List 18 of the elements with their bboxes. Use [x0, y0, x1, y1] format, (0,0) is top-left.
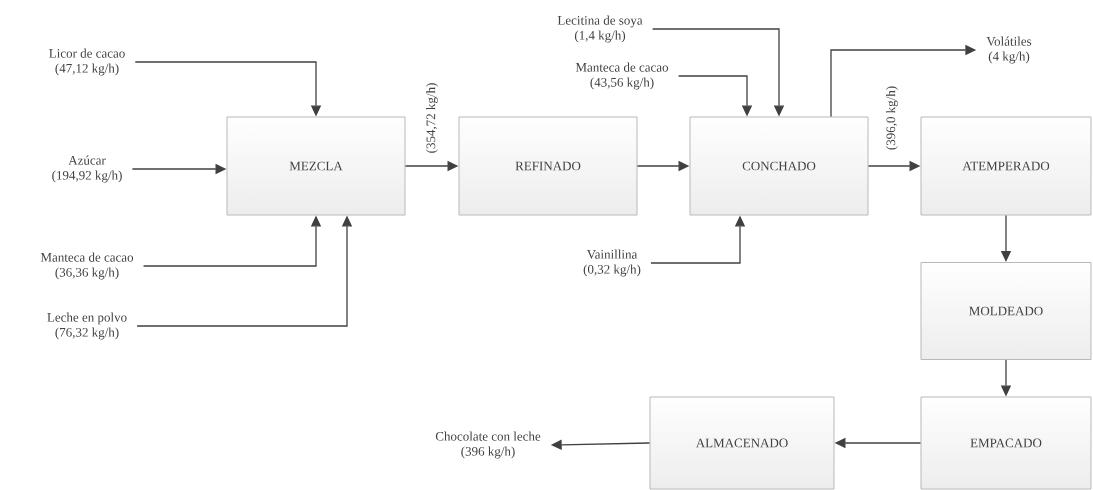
- edge-label: (396,0 kg/h): [885, 84, 899, 152]
- process-box: MOLDEADO: [920, 262, 1092, 360]
- stream-label: Vainillina (0,32 kg/h): [583, 249, 641, 277]
- process-box: MEZCLA: [226, 116, 406, 216]
- stream-label: Manteca de cacao (43,56 kg/h): [575, 62, 669, 90]
- stream-label: Volátiles (4 kg/h): [986, 36, 1032, 64]
- process-box: CONCHADO: [689, 116, 869, 216]
- stream-label: Azúcar (194,92 kg/h): [52, 155, 122, 183]
- process-box: ALMACENADO: [649, 396, 835, 490]
- process-box: REFINADO: [458, 116, 638, 216]
- stream-label: Licor de cacao (47,12 kg/h): [49, 48, 125, 76]
- stream-label: Leche en polvo (76,32 kg/h): [47, 312, 127, 340]
- edge-label: (354,72 kg/h): [425, 81, 439, 155]
- stream-label: Manteca de cacao (36,36 kg/h): [40, 252, 134, 280]
- process-box: ATEMPERADO: [920, 116, 1092, 216]
- stream-label: Chocolate con leche (396 kg/h): [435, 431, 541, 459]
- process-box: EMPACADO: [920, 396, 1092, 490]
- stream-label: Lecitina de soya (1,4 kg/h): [557, 15, 643, 43]
